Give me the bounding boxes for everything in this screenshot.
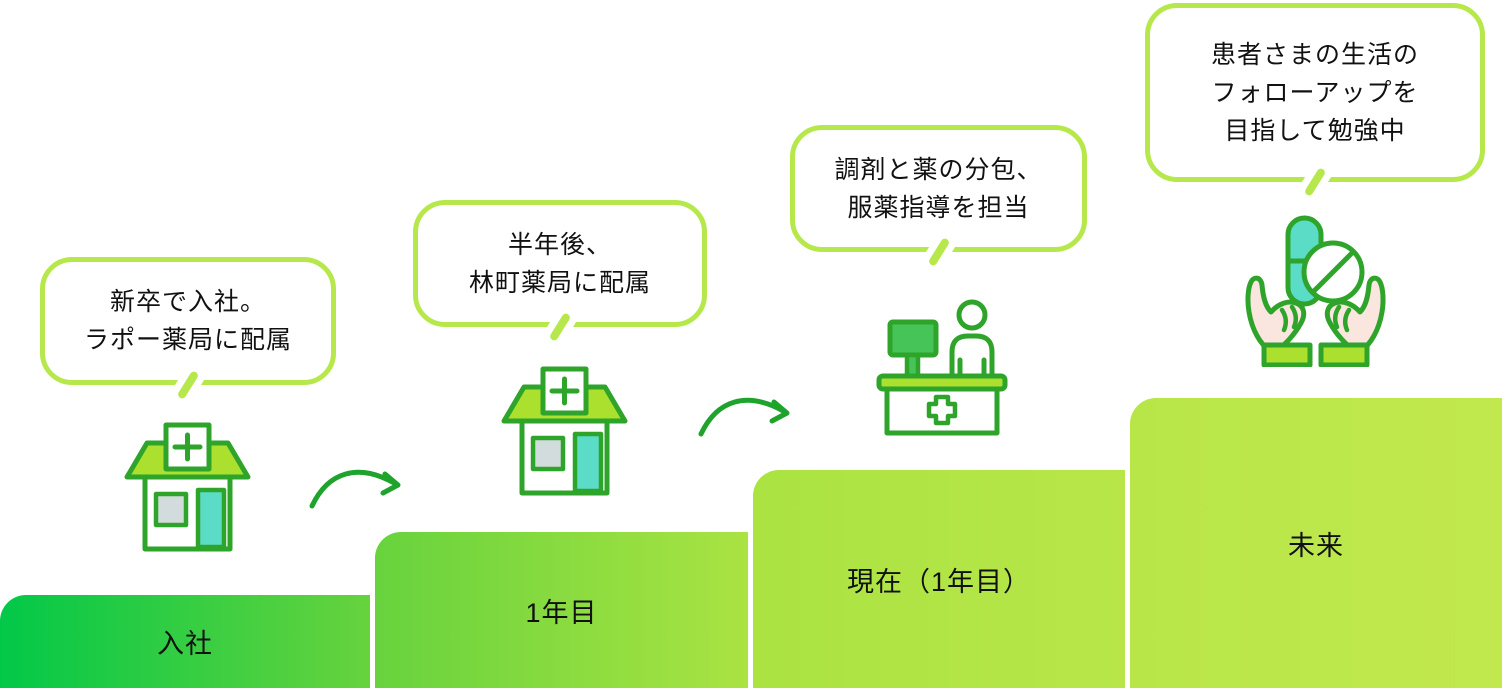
step-block-1: 入社: [0, 595, 370, 688]
bubble-line: 調剤と薬の分包、: [834, 155, 1043, 184]
speech-bubble-4-text: 患者さまの生活の フォローアップを 目指して勉強中: [1211, 36, 1419, 150]
pharmacy-storefront-icon: [501, 366, 628, 496]
bubble-line: ラポー薬局に配属: [83, 326, 292, 354]
step-4-label: 未来: [1288, 530, 1344, 561]
bubble-tail: [1294, 157, 1336, 207]
speech-bubble-2: 半年後、 林町薬局に配属: [413, 200, 707, 352]
curved-arrow-icon: [309, 469, 401, 509]
speech-bubble-1-text: 新卒で入社。 ラポー薬局に配属: [84, 283, 292, 359]
step-block-2: 1年目: [375, 532, 748, 688]
right-hand: [1318, 275, 1386, 367]
pharmacy-counter-icon: [876, 299, 1008, 436]
speech-bubble-3: 調剤と薬の分包、 服薬指導を担当: [790, 125, 1087, 277]
bubble-line: 林町薬局に配属: [468, 268, 651, 297]
bubble-line: 患者さまの生活の: [1210, 40, 1419, 69]
speech-bubble-1: 新卒で入社。 ラポー薬局に配属: [40, 257, 336, 410]
bubble-tail: [167, 360, 209, 410]
speech-bubble-3-text: 調剤と薬の分包、 服薬指導を担当: [834, 151, 1042, 227]
speech-bubble-4: 患者さまの生活の フォローアップを 目指して勉強中: [1145, 3, 1485, 207]
bubble-line: フォローアップを: [1211, 78, 1419, 107]
step-2-label: 1年目: [525, 597, 598, 628]
bubble-line: 服薬指導を担当: [847, 193, 1030, 222]
pharmacy-storefront-icon: [124, 422, 251, 552]
speech-bubble-2-text: 半年後、 林町薬局に配属: [469, 226, 651, 302]
step-block-4: 未来: [1130, 398, 1502, 688]
bubble-tail: [539, 302, 581, 352]
bubble-tail: [917, 227, 960, 277]
curved-arrow-icon: [698, 397, 790, 437]
step-3-label: 現在（1年目）: [846, 566, 1032, 597]
bubble-line: 目指して勉強中: [1224, 116, 1406, 145]
step-1-label: 入社: [157, 629, 213, 659]
step-block-3: 現在（1年目）: [753, 470, 1125, 688]
left-hand: [1245, 275, 1313, 367]
bubble-line: 新卒で入社。: [109, 288, 266, 316]
hands-holding-medicine-icon: [1245, 215, 1386, 367]
bubble-line: 半年後、: [507, 230, 612, 259]
